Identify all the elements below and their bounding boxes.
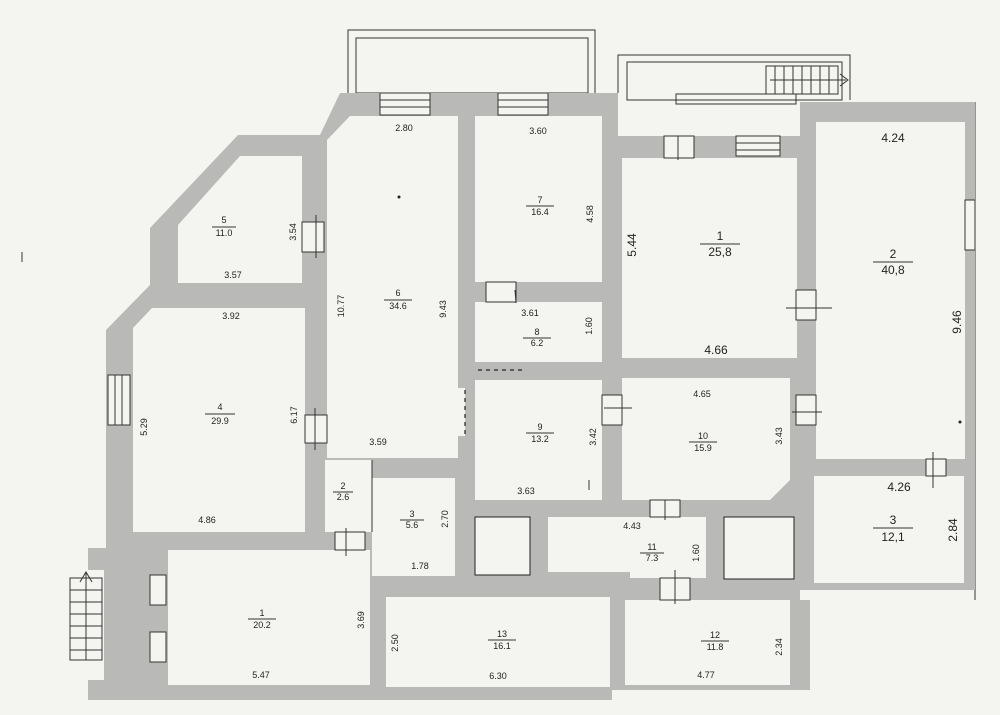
dot-mark (397, 195, 401, 199)
room-r2-area: 40,8 (881, 263, 905, 277)
dim-5-29: 5.29 (139, 418, 149, 436)
dim-3-60: 3.60 (529, 126, 547, 136)
room-10-number: 10 (698, 431, 708, 441)
room-5 (178, 156, 302, 283)
dim-3-54: 3.54 (288, 223, 298, 241)
dim-3-43: 3.43 (774, 427, 784, 445)
room-r1-number: 1 (717, 229, 724, 243)
dim-3-69: 3.69 (356, 611, 366, 629)
dim-3-57: 3.57 (224, 270, 242, 280)
dim-1-78: 1.78 (411, 561, 429, 571)
dim-3-42: 3.42 (588, 428, 598, 446)
dim-4-26: 4.26 (887, 480, 911, 494)
dim-4-66: 4.66 (704, 343, 728, 357)
upper-entrance-inner (626, 61, 843, 101)
windows (107, 92, 976, 663)
room-7-number: 7 (537, 195, 542, 205)
upper-stairs (765, 65, 849, 95)
dim-10-77: 10.77 (336, 295, 346, 318)
door-marks (301, 135, 947, 604)
room-12-area: 11.8 (707, 642, 724, 652)
room-12 (625, 600, 790, 685)
dim-4-65: 4.65 (693, 389, 711, 399)
room-r3-area: 12,1 (881, 530, 905, 544)
room-r3-number: 3 (890, 513, 897, 527)
dim-2-34: 2.34 (774, 638, 784, 656)
upper-entrance-outline (617, 54, 851, 100)
room-9 (475, 380, 602, 500)
room-10 (622, 378, 790, 500)
dim-2-80: 2.80 (395, 123, 413, 133)
room-9-number: 9 (537, 422, 542, 432)
upper-ramp (675, 93, 797, 105)
room-3-area: 5.6 (406, 520, 419, 530)
dim-1-60-b: 1.60 (691, 544, 701, 562)
room-8-number: 8 (534, 327, 539, 337)
room-5-number: 5 (221, 215, 226, 225)
room-13-number: 13 (497, 629, 507, 639)
room-5-area: 11.0 (216, 228, 233, 238)
room-r2-number: 2 (890, 247, 897, 261)
dim-3-63: 3.63 (517, 486, 535, 496)
room-3 (372, 478, 455, 576)
room-4-number: 4 (217, 402, 222, 412)
room-2-area: 2.6 (337, 492, 350, 502)
dot-mark-2 (958, 420, 962, 424)
dim-4-24: 4.24 (881, 131, 905, 145)
dim-2-50: 2.50 (390, 634, 400, 652)
dim-2-84: 2.84 (946, 518, 960, 542)
room-1-left-area: 20.2 (253, 620, 271, 630)
dimension-labels: 2.80 3.60 4.24 5.44 9.46 4.58 3.54 3.57 … (139, 123, 964, 681)
room-labels: 5 11.0 4 29.9 6 34.6 7 16.4 8 6.2 9 13.2… (205, 195, 913, 652)
room-11 (548, 517, 706, 578)
dim-6-17: 6.17 (289, 406, 299, 424)
dim-3-61: 3.61 (521, 308, 539, 318)
dim-5-47: 5.47 (252, 670, 270, 680)
room-9-area: 13.2 (531, 434, 549, 444)
room-13-area: 16.1 (493, 641, 511, 651)
dim-4-77: 4.77 (697, 670, 715, 680)
lower-entrance-area (64, 570, 104, 680)
shaft-right (723, 516, 795, 580)
room-2 (325, 460, 372, 532)
dim-3-92: 3.92 (222, 311, 240, 321)
room-8 (475, 302, 602, 362)
room-r1-area: 25,8 (708, 245, 732, 259)
room-10-area: 15.9 (694, 443, 712, 453)
balcony-outline (347, 29, 596, 93)
room-8-area: 6.2 (531, 338, 544, 348)
room-1-left-number: 1 (259, 608, 264, 618)
room-11-area: 7.3 (646, 553, 659, 563)
room-4 (133, 308, 305, 532)
room-12-number: 12 (710, 630, 720, 640)
dim-6-30: 6.30 (489, 671, 507, 681)
lower-stairs (69, 571, 103, 661)
room-r2 (816, 122, 965, 459)
room-1-left (168, 550, 370, 685)
dim-5-44: 5.44 (625, 233, 639, 257)
shaft-left (474, 516, 531, 576)
dim-9-43: 9.43 (438, 300, 448, 318)
room-11-number: 11 (647, 542, 656, 552)
room-3-number: 3 (409, 509, 414, 519)
dim-9-46: 9.46 (950, 310, 964, 334)
room-13 (386, 597, 610, 687)
room-6 (327, 116, 465, 458)
dim-4-86: 4.86 (198, 515, 216, 525)
room-r3 (814, 476, 964, 583)
room-7-area: 16.4 (531, 207, 549, 217)
dim-4-58: 4.58 (585, 205, 595, 223)
dim-2-70: 2.70 (440, 510, 450, 528)
room-r1 (622, 158, 797, 358)
dim-4-43: 4.43 (623, 521, 641, 531)
dim-3-59: 3.59 (369, 437, 387, 447)
room-7 (475, 116, 602, 282)
room-6-number: 6 (395, 288, 400, 298)
room-2-number: 2 (340, 481, 345, 491)
dim-1-60-a: 1.60 (584, 317, 594, 335)
room-6-area: 34.6 (389, 301, 407, 311)
room-4-area: 29.9 (211, 416, 229, 426)
